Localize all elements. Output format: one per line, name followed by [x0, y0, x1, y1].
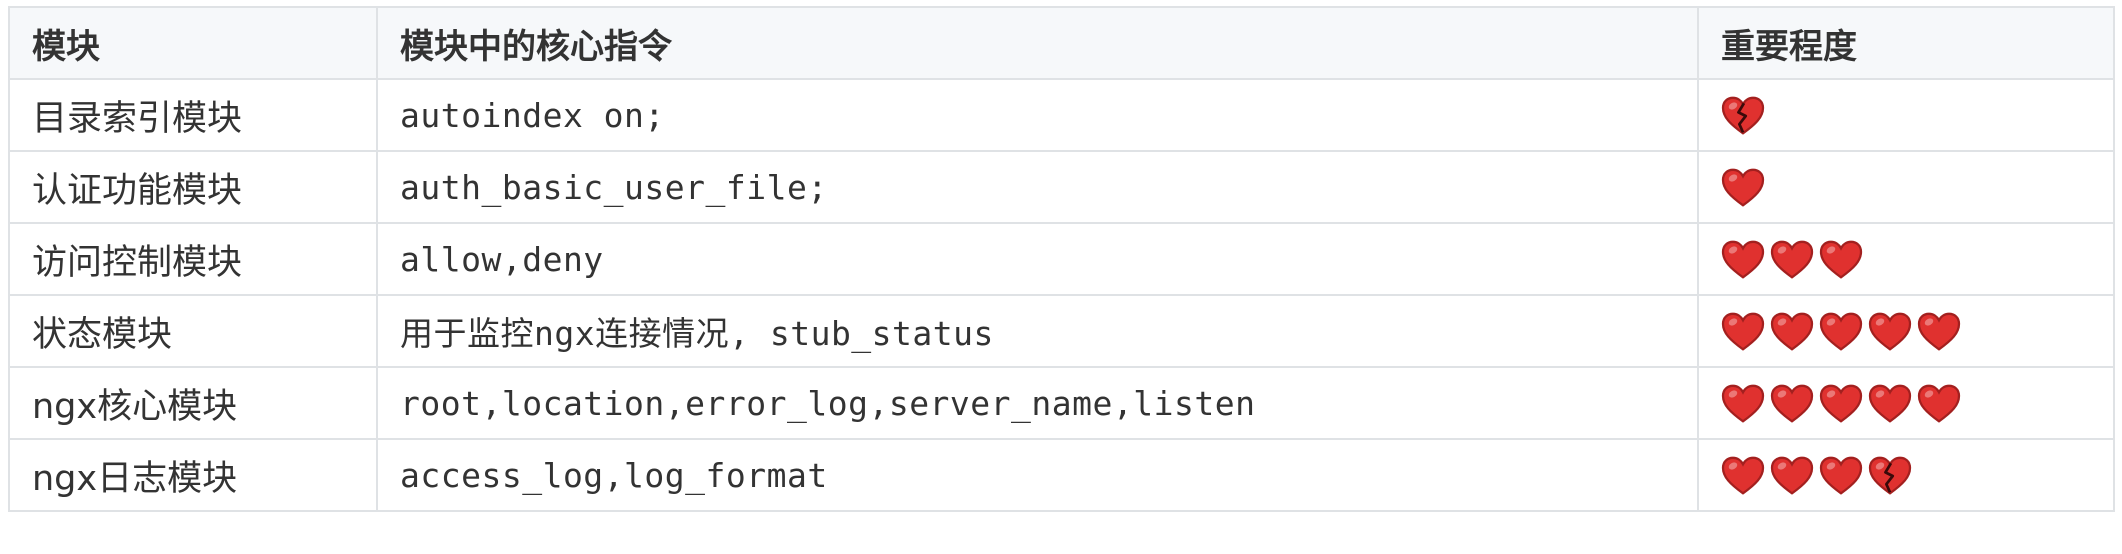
table-row: 状态模块 用于监控ngx连接情况, stub_status	[8, 294, 2115, 368]
directive-cell: 用于监控ngx连接情况, stub_status	[376, 294, 1699, 368]
header-directive: 模块中的核心指令	[376, 6, 1699, 80]
module-cell: 认证功能模块	[8, 150, 378, 224]
broken-heart-icon	[1868, 456, 1912, 495]
module-cell: 目录索引模块	[8, 78, 378, 152]
heart-icon	[1721, 240, 1765, 279]
heart-icon	[1819, 456, 1863, 495]
heart-icon	[1868, 312, 1912, 351]
heart-icon	[1819, 240, 1863, 279]
heart-icon	[1819, 312, 1863, 351]
heart-icon	[1721, 168, 1765, 207]
importance-cell	[1697, 438, 2115, 512]
header-module: 模块	[8, 6, 378, 80]
module-cell: 访问控制模块	[8, 222, 378, 296]
importance-cell	[1697, 366, 2115, 440]
directive-cell: root,location,error_log,server_name,list…	[376, 366, 1699, 440]
table-row: 访问控制模块 allow,deny	[8, 222, 2115, 296]
heart-icon	[1721, 312, 1765, 351]
directive-cell: autoindex on;	[376, 78, 1699, 152]
heart-icon	[1770, 384, 1814, 423]
table-row: 认证功能模块 auth_basic_user_file;	[8, 150, 2115, 224]
table-row: 目录索引模块 autoindex on;	[8, 78, 2115, 152]
heart-icon	[1770, 456, 1814, 495]
module-table: 模块 模块中的核心指令 重要程度 目录索引模块 autoindex on; 认证…	[8, 6, 2115, 512]
importance-cell	[1697, 294, 2115, 368]
importance-cell	[1697, 222, 2115, 296]
heart-icon	[1721, 456, 1765, 495]
table-row: ngx日志模块 access_log,log_format	[8, 438, 2115, 512]
header-importance: 重要程度	[1697, 6, 2115, 80]
heart-icon	[1721, 384, 1765, 423]
directive-cell: auth_basic_user_file;	[376, 150, 1699, 224]
heart-icon	[1868, 384, 1912, 423]
importance-cell	[1697, 150, 2115, 224]
importance-cell	[1697, 78, 2115, 152]
broken-heart-icon	[1721, 96, 1765, 135]
heart-icon	[1819, 384, 1863, 423]
directive-cell: allow,deny	[376, 222, 1699, 296]
module-cell: ngx日志模块	[8, 438, 378, 512]
table-row: ngx核心模块 root,location,error_log,server_n…	[8, 366, 2115, 440]
heart-icon	[1917, 384, 1961, 423]
heart-icon	[1917, 312, 1961, 351]
module-cell: ngx核心模块	[8, 366, 378, 440]
table-header-row: 模块 模块中的核心指令 重要程度	[8, 6, 2115, 80]
heart-icon	[1770, 312, 1814, 351]
module-cell: 状态模块	[8, 294, 378, 368]
directive-cell: access_log,log_format	[376, 438, 1699, 512]
heart-icon	[1770, 240, 1814, 279]
table-wrapper: 模块 模块中的核心指令 重要程度 目录索引模块 autoindex on; 认证…	[8, 6, 2115, 512]
